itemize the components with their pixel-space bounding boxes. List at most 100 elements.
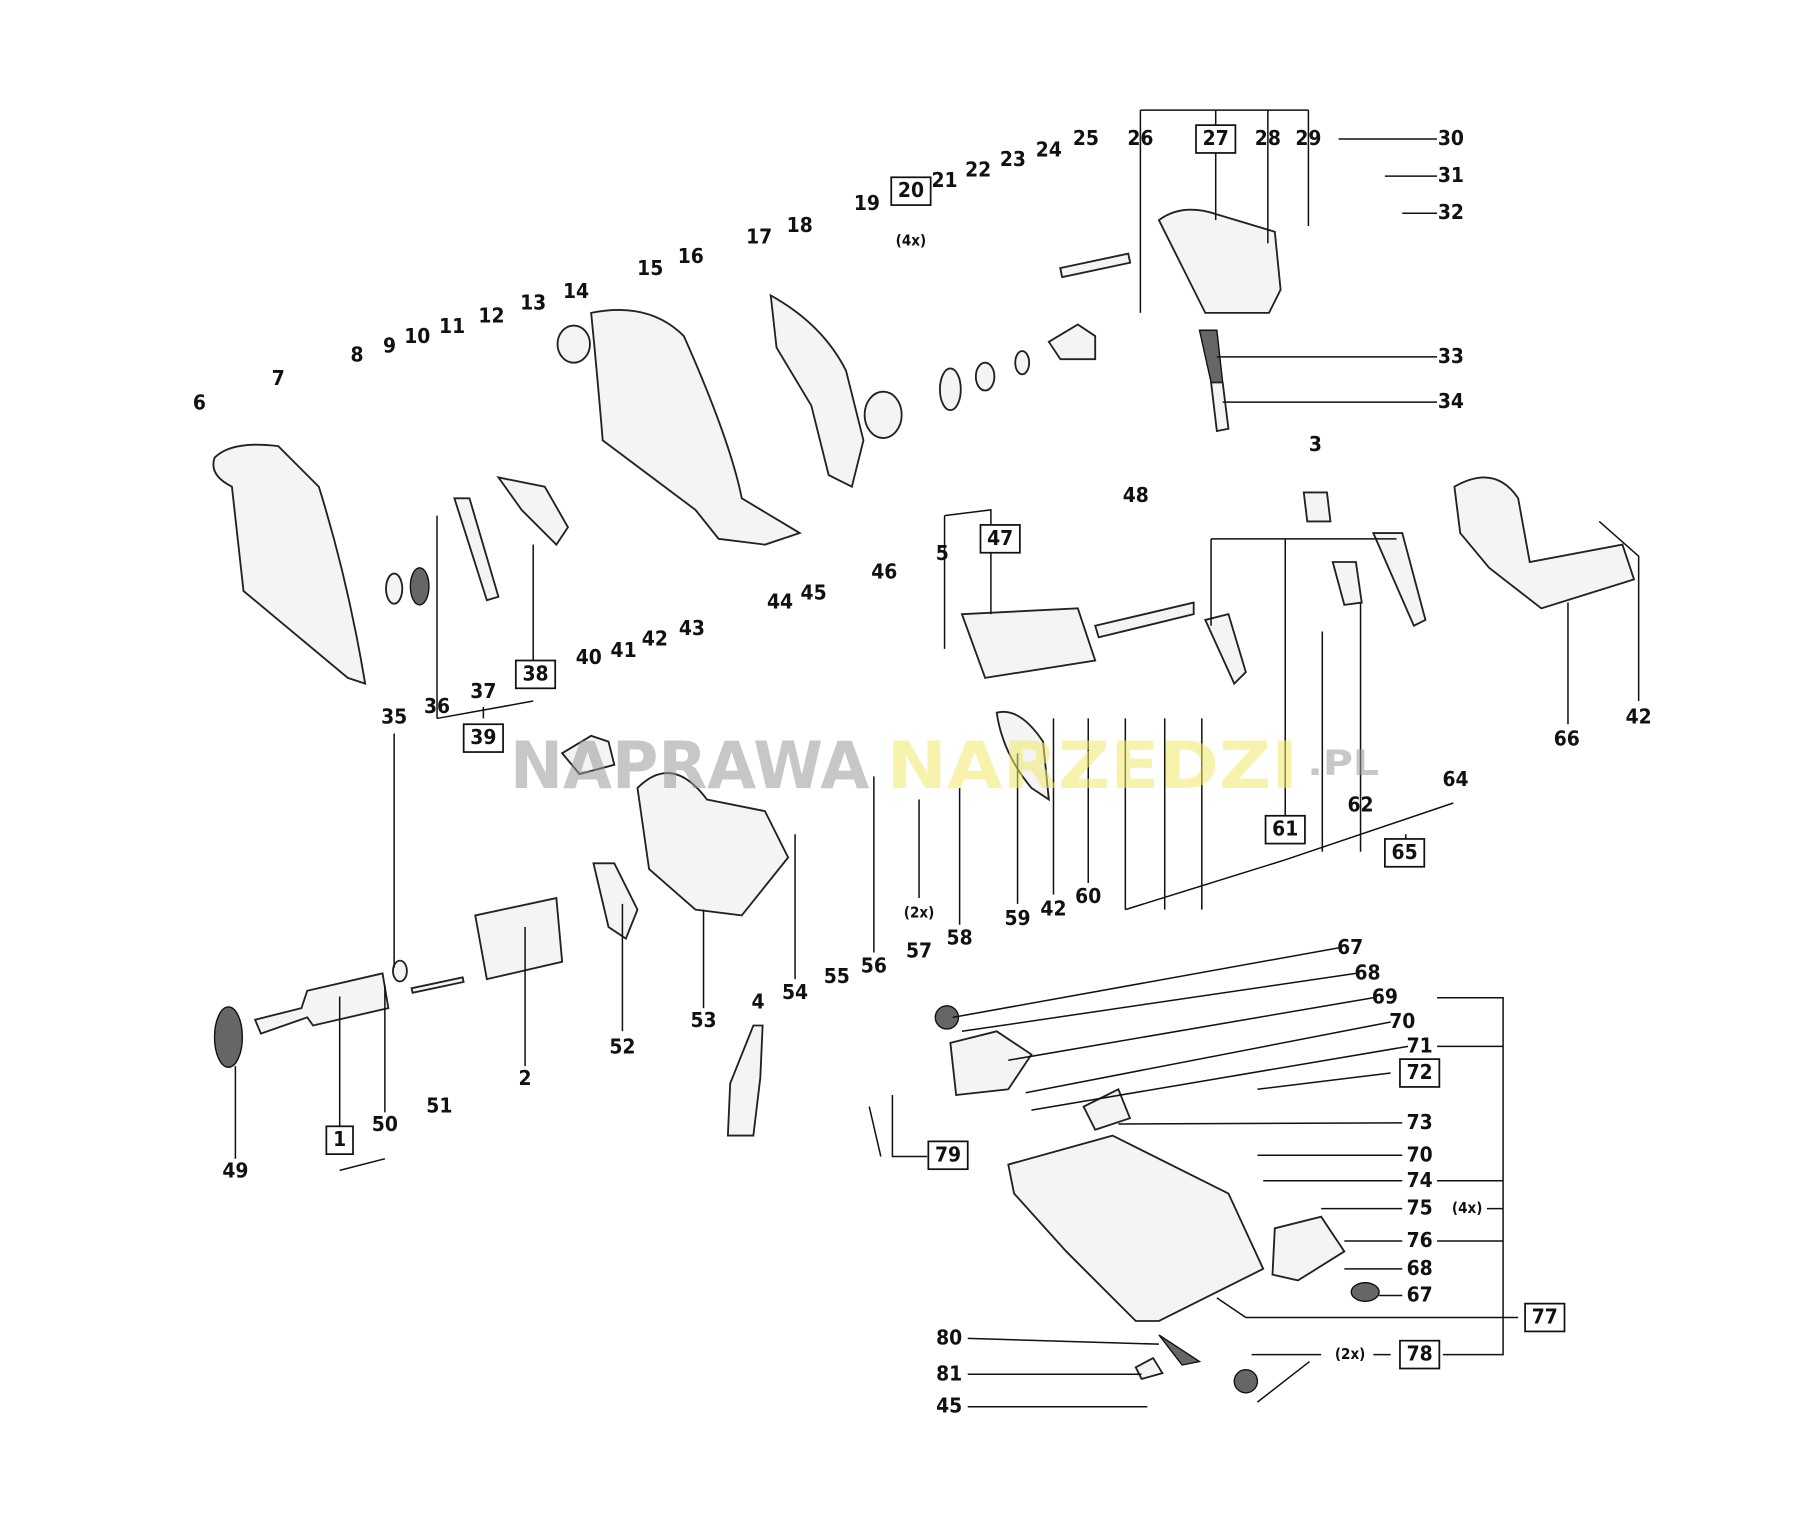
- part-spindle: [1047, 323, 1097, 361]
- part-number-label: 52: [609, 1035, 635, 1059]
- part-number-label: 13: [520, 291, 546, 315]
- part-number-label: 73: [1407, 1110, 1433, 1134]
- part-number-label: 49: [222, 1159, 248, 1183]
- part-number-label: 43: [679, 616, 705, 640]
- part-key-37: [453, 497, 500, 602]
- watermark-text-2: NARZEDZI: [887, 729, 1298, 804]
- part-number-label: 42: [1626, 704, 1652, 728]
- part-number-label: 74: [1407, 1168, 1433, 1192]
- parts-group: [212, 208, 1636, 1394]
- part-number-label: 60: [1075, 884, 1101, 908]
- part-number-label: 45: [801, 580, 827, 604]
- part-number-label: 37: [470, 679, 496, 703]
- part-number-label: 2: [519, 1066, 532, 1090]
- part-number-label: 61: [1272, 817, 1298, 841]
- part-bracket-73: [1082, 1087, 1132, 1131]
- label-box: [1195, 124, 1237, 154]
- part-switch-3: [1302, 491, 1332, 523]
- part-number-label: 78: [1407, 1342, 1433, 1366]
- part-bracket-52: [592, 862, 639, 941]
- part-number-label: 26: [1127, 126, 1153, 150]
- part-number-label: 46: [871, 559, 897, 583]
- part-stator-2: [474, 896, 564, 981]
- part-clip-81: [1134, 1356, 1164, 1381]
- label-box: [890, 176, 932, 206]
- label-box: [1399, 1339, 1441, 1370]
- part-number-label: 59: [1005, 906, 1031, 930]
- part-number-label: 80: [936, 1325, 962, 1349]
- part-disc-21: [938, 367, 962, 412]
- part-number-label: 29: [1295, 126, 1321, 150]
- part-strip-48: [1094, 601, 1195, 639]
- part-base-plate: [1007, 1134, 1265, 1322]
- part-number-label: 72: [1407, 1060, 1433, 1084]
- part-pin: [1210, 381, 1230, 433]
- part-arm-38: [496, 476, 570, 547]
- part-number-label: 32: [1438, 200, 1464, 224]
- part-cover-59: [995, 710, 1050, 802]
- part-flange-19: [863, 390, 903, 439]
- part-number-label: 51: [426, 1094, 452, 1118]
- watermark: NAPRAWA NARZEDZI .PL: [510, 729, 1379, 804]
- part-number-label: 23: [1000, 147, 1026, 171]
- part-handle-66: [1453, 476, 1636, 610]
- part-number-label: 58: [947, 926, 973, 950]
- part-rod-80: [1158, 1334, 1202, 1366]
- part-upper-guard: [590, 309, 802, 546]
- part-seal-14: [556, 324, 591, 364]
- part-shaft: [1059, 252, 1132, 279]
- part-number-label: 14: [563, 279, 589, 303]
- part-lever-61: [1371, 532, 1427, 627]
- part-blade-guard-cover: [212, 443, 367, 686]
- label-box: [1264, 814, 1306, 845]
- part-number-label: 50: [372, 1112, 398, 1136]
- part-number-label: 54: [782, 980, 808, 1004]
- part-number-label: 68: [1407, 1256, 1433, 1280]
- quantity-note: (2x): [1335, 1345, 1366, 1363]
- part-flange-10: [409, 567, 430, 606]
- part-foot-78: [1233, 1368, 1259, 1394]
- part-gear-housing: [1157, 208, 1282, 314]
- part-ring-23: [1014, 350, 1031, 376]
- quantity-note: (4x): [1452, 1199, 1483, 1217]
- part-number-label: 66: [1554, 726, 1580, 750]
- watermark-text-3: .PL: [1307, 744, 1379, 784]
- part-number-label: 22: [965, 157, 991, 181]
- part-number-label: 5: [936, 541, 949, 565]
- part-number-label: 67: [1407, 1283, 1433, 1307]
- part-number-label: 28: [1255, 126, 1281, 150]
- part-number-label: 42: [1040, 897, 1066, 921]
- part-number-label: 39: [470, 725, 496, 749]
- part-number-label: 1: [333, 1127, 346, 1151]
- part-number-label: 7: [272, 366, 285, 390]
- part-number-label: 42: [642, 627, 668, 651]
- part-number-label: 41: [611, 638, 637, 662]
- part-number-label: 6: [193, 390, 206, 414]
- part-lever-62: [1331, 561, 1363, 606]
- part-number-label: 35: [381, 704, 407, 728]
- part-number-label: 38: [522, 661, 548, 685]
- label-box: [1384, 838, 1426, 868]
- part-number-label: 55: [824, 964, 850, 988]
- part-number-label: 65: [1392, 840, 1418, 864]
- part-riving-knife: [769, 293, 865, 489]
- part-number-label: 77: [1532, 1305, 1558, 1329]
- part-number-label: 31: [1438, 163, 1464, 187]
- part-knob-67: [934, 1005, 960, 1030]
- part-washer-9: [385, 572, 404, 605]
- part-number-label: 21: [932, 168, 958, 192]
- part-number-label: 53: [690, 1008, 716, 1032]
- part-armature: [253, 972, 390, 1035]
- part-number-label: 75: [1407, 1196, 1433, 1220]
- part-bracket-40: [560, 734, 616, 776]
- part-number-label: 68: [1354, 960, 1380, 984]
- part-number-label: 79: [935, 1142, 961, 1166]
- part-number-label: 20: [898, 178, 924, 202]
- part-number-label: 36: [424, 694, 450, 718]
- part-number-label: 4: [751, 989, 764, 1013]
- label-box: [462, 723, 504, 753]
- label-box: [927, 1140, 969, 1171]
- label-box: [979, 524, 1021, 554]
